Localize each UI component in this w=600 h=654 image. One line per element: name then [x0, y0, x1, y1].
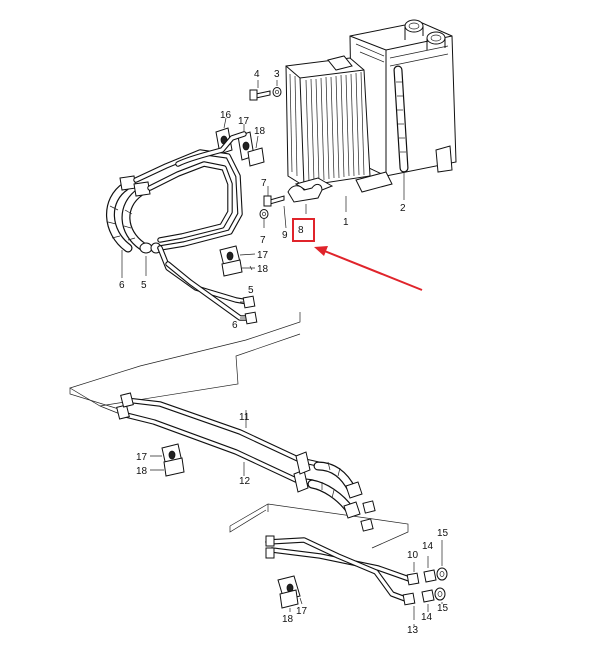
callout-17-lower: 17	[136, 452, 148, 463]
callout-17-mid: 17	[257, 250, 269, 261]
callout-12: 12	[239, 476, 251, 487]
callout-7-lower: 7	[260, 235, 266, 246]
callout-10: 10	[407, 550, 419, 561]
callout-17-upper: 17	[238, 116, 250, 127]
cooler-mount-hardware	[259, 183, 323, 229]
callout-5-upper: 5	[141, 280, 147, 291]
callout-6-mid: 6	[232, 320, 238, 331]
oil-lines-upper	[106, 131, 253, 321]
callout-5-mid: 5	[248, 285, 254, 296]
callout-9: 9	[282, 230, 288, 241]
arrow-icon	[321, 249, 423, 291]
highlight-box	[292, 218, 315, 242]
callout-1: 1	[343, 217, 349, 228]
assembly-outline	[69, 312, 409, 549]
callout-7-upper: 7	[261, 178, 267, 189]
callout-3: 3	[274, 69, 280, 80]
clamp-set-mid	[219, 245, 256, 277]
callout-17-bottom: 17	[296, 606, 308, 617]
callout-18-bottom: 18	[282, 614, 294, 625]
highlight-annotation	[292, 218, 423, 291]
callout-18-upper: 18	[254, 126, 266, 137]
callout-11: 11	[239, 412, 250, 423]
callout-15-upper: 15	[437, 528, 449, 539]
oil-lines-long	[116, 392, 376, 532]
callout-16: 16	[220, 110, 232, 121]
fittings-center	[240, 295, 258, 325]
callout-14-upper: 14	[422, 541, 434, 552]
oil-cooler-assembly	[285, 19, 457, 195]
clamp-set-upper	[215, 117, 265, 167]
callout-13: 13	[407, 625, 419, 636]
callout-6-upper: 6	[119, 280, 125, 291]
callout-2: 2	[400, 203, 406, 214]
callout-14-lower: 14	[421, 612, 433, 623]
callout-8: 8	[298, 225, 304, 236]
oil-lines-bottom	[265, 535, 448, 620]
clamp-set-lower	[150, 443, 185, 477]
leader-lines	[121, 172, 415, 626]
callout-15-lower: 15	[437, 603, 449, 614]
callout-labels: 1 2 3 4 5 5 6 6 7 7 8 9 10 11 12 13 14 1…	[119, 69, 449, 636]
clamp-set-bottom	[277, 575, 303, 612]
callout-18-mid: 18	[257, 264, 269, 275]
callout-4: 4	[254, 69, 260, 80]
callout-18-lower: 18	[136, 466, 148, 477]
bolt-and-washer-upper	[249, 80, 282, 101]
